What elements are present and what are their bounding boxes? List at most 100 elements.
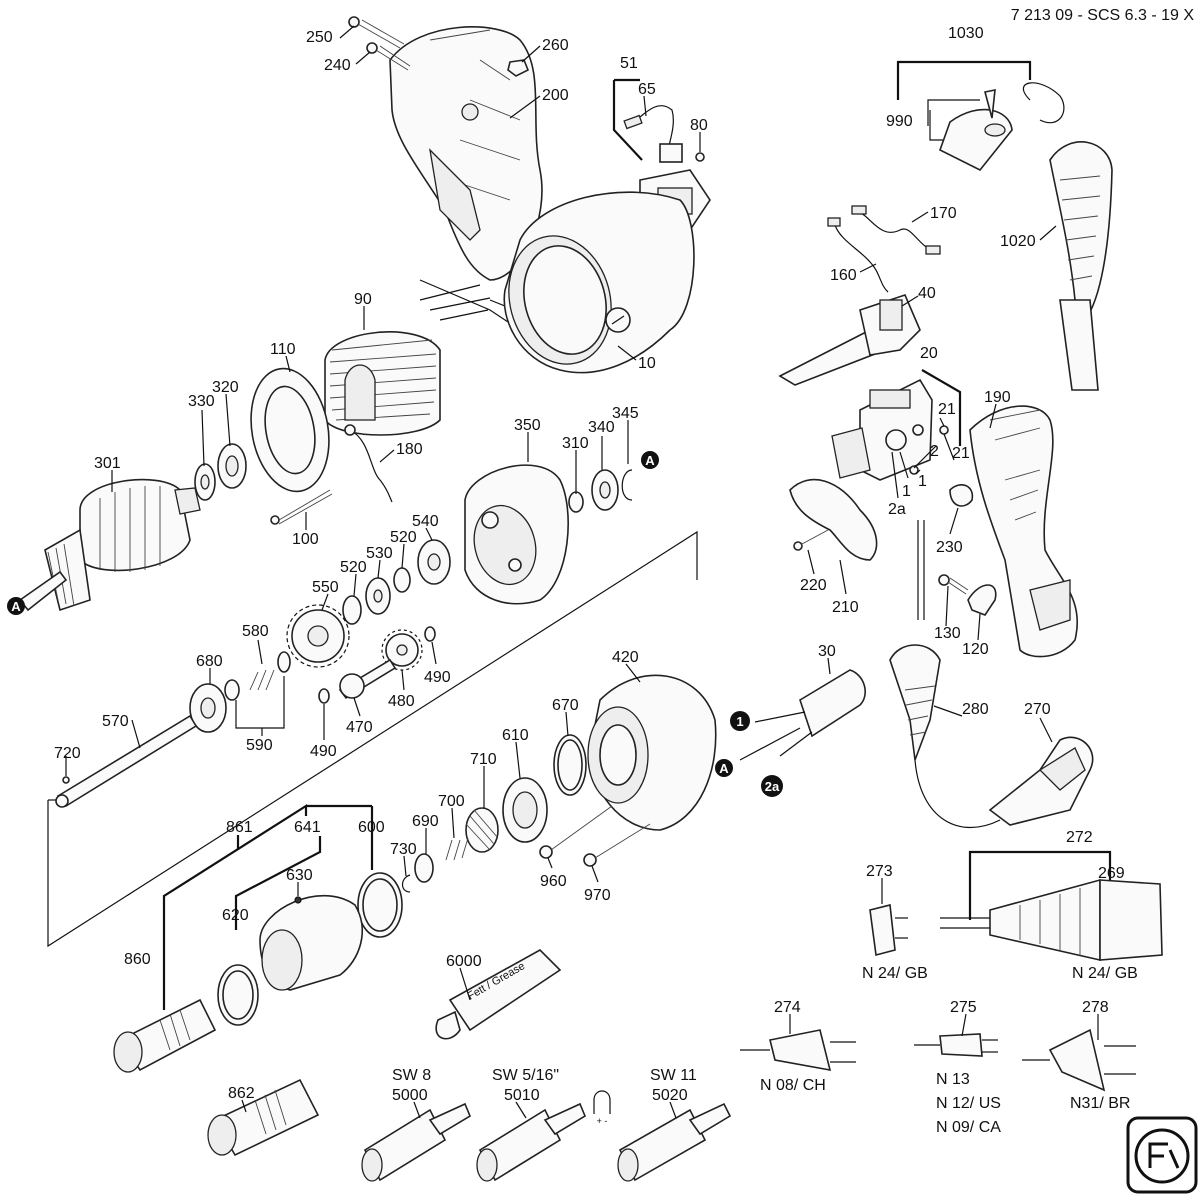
callout-2a: 2a [888, 501, 906, 518]
stator-field-90 [324, 284, 491, 436]
plug-274 [740, 1029, 856, 1072]
callout-1a: 1 [918, 473, 927, 490]
callout-330: 330 [188, 393, 215, 410]
variant-labels: N 24/ GB N 24/ GB N 08/ CH N 13 N 12/ US… [392, 965, 1138, 1136]
callout-710: 710 [470, 751, 497, 768]
callout-720: 720 [54, 745, 81, 762]
callout-90: 90 [354, 291, 372, 308]
marker-text: A [719, 761, 729, 776]
fan-baffle-110 [250, 367, 330, 493]
plug-275 [914, 1033, 998, 1057]
callout-960: 960 [540, 873, 567, 890]
washer-520a [393, 567, 411, 593]
cord-269 [940, 878, 1163, 962]
callout-490b: 490 [310, 743, 337, 760]
callout-301: 301 [94, 455, 121, 472]
callout-80: 80 [690, 117, 708, 134]
leader-lines [65, 25, 1099, 1119]
oring-600 [357, 872, 403, 938]
gear-550 [286, 604, 350, 668]
callout-700: 700 [438, 793, 465, 810]
handle-half-200 [389, 26, 543, 281]
callout-65: 65 [638, 81, 656, 98]
callout-5010: 5010 [504, 1087, 540, 1104]
screw-100 [270, 489, 333, 525]
callout-480: 480 [388, 693, 415, 710]
variant-n13: N 13 [936, 1071, 970, 1088]
screw-960 [539, 805, 613, 859]
callout-470: 470 [346, 719, 373, 736]
variant-n24-gb-plug: N 24/ GB [862, 965, 928, 982]
callout-5000: 5000 [392, 1087, 428, 1104]
callout-350: 350 [514, 417, 541, 434]
depth-stop-862 [207, 1078, 320, 1157]
cable-180 [344, 424, 393, 503]
screw-220 [793, 529, 829, 551]
bracket-861 [162, 804, 308, 1010]
callout-274: 274 [774, 999, 801, 1016]
callout-620: 620 [222, 907, 249, 924]
callout-6000: 6000 [446, 953, 482, 970]
callout-273: 273 [866, 863, 893, 880]
callout-275: 275 [950, 999, 977, 1016]
callout-210: 210 [832, 599, 859, 616]
callout-20: 20 [920, 345, 938, 362]
reference-marker-A-capacitor: A [715, 759, 733, 777]
screw-240 [366, 42, 411, 71]
spring-washer-530 [365, 577, 391, 615]
callout-10: 10 [638, 355, 656, 372]
callout-530: 530 [366, 545, 393, 562]
callout-520b: 520 [340, 559, 367, 576]
capacitor-30 [739, 669, 866, 761]
washer-490b [318, 688, 330, 704]
callout-160: 160 [830, 267, 857, 284]
callout-345: 345 [612, 405, 639, 422]
callout-120: 120 [962, 641, 989, 658]
callout-580: 580 [242, 623, 269, 640]
handle-half-190 [969, 405, 1079, 658]
screw-130 [938, 574, 969, 595]
callout-1b: 1 [902, 483, 911, 500]
pinion-shaft-470 [338, 658, 397, 700]
magnet-icon: + - [593, 1090, 611, 1126]
callout-310: 310 [562, 435, 589, 452]
motor-housing-10 [503, 191, 695, 374]
suspension-bracket-1030 [896, 60, 1065, 172]
cable-160 [827, 217, 889, 293]
clutch-housing-420 [587, 674, 717, 831]
callout-260: 260 [542, 37, 569, 54]
callout-540: 540 [412, 513, 439, 530]
socket-bit-5010 [476, 1102, 587, 1182]
socket-bit-5000 [361, 1102, 472, 1182]
callout-600: 600 [358, 819, 385, 836]
button-230 [949, 484, 974, 507]
reference-marker-A-top: A [641, 451, 659, 469]
washer-310 [568, 491, 584, 513]
callout-320: 320 [212, 379, 239, 396]
callout-272: 272 [1066, 829, 1093, 846]
socket-size-sw516: SW 5/16" [492, 1067, 559, 1084]
callout-230: 230 [936, 539, 963, 556]
socket-size-sw11: SW 11 [650, 1067, 697, 1084]
callout-250: 250 [306, 29, 333, 46]
callout-340: 340 [588, 419, 615, 436]
callout-610: 610 [502, 727, 529, 744]
fein-logo [1126, 1116, 1198, 1194]
variant-n08-ch: N 08/ CH [760, 1077, 826, 1094]
callout-520a: 520 [390, 529, 417, 546]
bracket-590 [235, 676, 285, 729]
callout-2: 2 [930, 443, 939, 460]
screw-250 [348, 16, 405, 49]
callout-420: 420 [612, 649, 639, 666]
armature-301 [18, 478, 201, 612]
callout-1030: 1030 [948, 25, 984, 42]
spring-580 [249, 651, 291, 691]
washer-520b [342, 595, 362, 625]
callout-670: 670 [552, 697, 579, 714]
callout-862: 862 [228, 1085, 255, 1102]
callout-278: 278 [1082, 999, 1109, 1016]
nut-260 [507, 59, 530, 77]
nose-cone-641 [259, 894, 363, 991]
ball-630 [294, 896, 302, 904]
